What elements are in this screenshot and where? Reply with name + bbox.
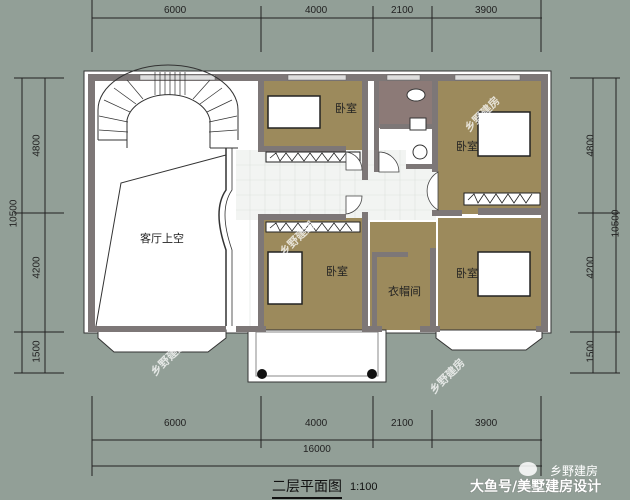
dim-bottom-total: 16000 [303, 444, 331, 455]
room-label-bedroom-bottom-right: 卧室 [456, 267, 478, 280]
drawing-scale: 1:100 [350, 481, 378, 493]
dim-bottom-2: 4000 [305, 418, 328, 429]
room-label-bedroom-bottom-middle: 卧室 [326, 265, 348, 278]
dim-top-3: 2100 [391, 5, 414, 16]
room-label-bedroom-top-middle: 卧室 [335, 102, 357, 115]
dim-bottom-3: 2100 [391, 418, 414, 429]
room-label-bedroom-top-right: 卧室 [456, 140, 478, 153]
drawing-title: 二层平面图 [272, 476, 342, 499]
credit-line-1: 乡野建房 [550, 464, 599, 478]
credit-line-2: 大鱼号/美墅建房设计 [470, 479, 602, 495]
wechat-icon [519, 462, 537, 476]
dim-top-2: 4000 [305, 5, 328, 16]
dim-top-1: 6000 [164, 5, 187, 16]
dim-bottom-4: 3900 [475, 418, 498, 429]
room-label-cloakroom: 衣帽间 [388, 285, 421, 298]
dim-top-4: 3900 [475, 5, 498, 16]
room-label-living-void: 客厅上空 [140, 232, 184, 245]
dim-bottom-1: 6000 [164, 418, 187, 429]
